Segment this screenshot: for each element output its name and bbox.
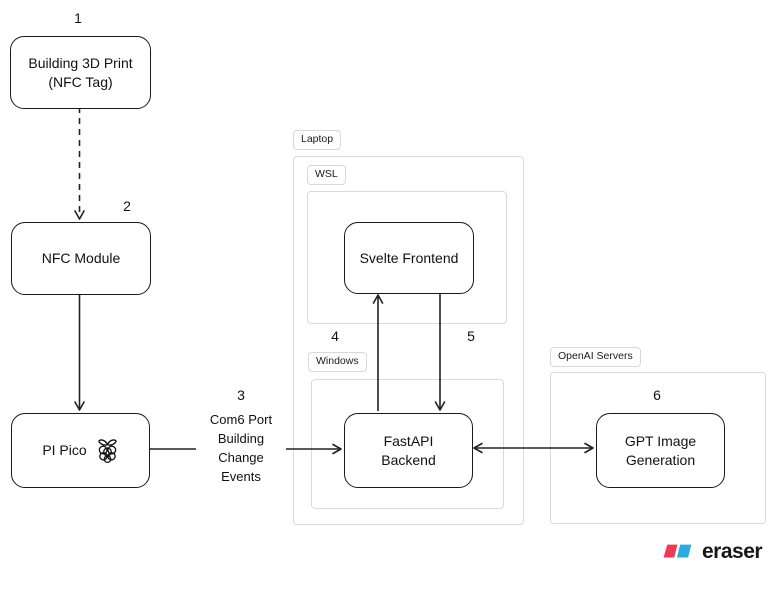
step-label-6: 6 <box>653 387 661 403</box>
node-svelte-frontend-label: Svelte Frontend <box>359 249 459 266</box>
node-nfc-module: NFC Module <box>11 222 151 295</box>
group-label-laptop: Laptop <box>293 130 342 150</box>
group-label-windows: Windows <box>308 352 367 372</box>
raspberry-pi-icon <box>97 439 117 464</box>
node-fastapi-backend: FastAPI Backend <box>344 413 473 488</box>
node-svelte-frontend: Svelte Frontend <box>344 222 474 294</box>
node-gpt-image-generation-line1: GPT Image <box>624 432 697 449</box>
node-gpt-image-generation: GPT Image Generation <box>596 413 725 488</box>
group-laptop <box>293 156 524 525</box>
eraser-logo-text: eraser <box>702 540 763 563</box>
node-fastapi-backend-line2: Backend <box>381 451 436 468</box>
edge-label-line: Change <box>218 450 264 465</box>
node-fastapi-backend-line1: FastAPI <box>383 432 434 449</box>
edge-label-line: Events <box>221 469 261 484</box>
edge-label-com6-port: Com6 Port Building Change Events <box>196 410 286 486</box>
group-label-wsl: WSL <box>307 165 346 185</box>
step-label-4: 4 <box>331 328 339 344</box>
step-label-2: 2 <box>123 198 131 214</box>
group-wsl <box>307 191 507 324</box>
eraser-logo[interactable]: eraser <box>658 540 763 563</box>
node-building-3d-print-line2: (NFC Tag) <box>48 73 113 90</box>
node-nfc-module-label: NFC Module <box>41 250 121 266</box>
node-pi-pico: PI Pico <box>11 413 150 488</box>
edge-label-line: Com6 Port <box>209 412 273 427</box>
node-building-3d-print-line1: Building 3D Print <box>28 54 133 71</box>
step-label-3: 3 <box>237 387 245 403</box>
node-building-3d-print: Building 3D Print (NFC Tag) <box>10 36 151 109</box>
group-label-openai-servers: OpenAI Servers <box>550 347 641 367</box>
step-label-1: 1 <box>74 10 82 26</box>
node-pi-pico-label: PI Pico <box>42 442 87 458</box>
node-gpt-image-generation-line2: Generation <box>625 451 696 468</box>
edge-label-line: Building <box>217 431 265 446</box>
step-label-5: 5 <box>467 328 475 344</box>
eraser-logo-icon <box>663 544 692 558</box>
